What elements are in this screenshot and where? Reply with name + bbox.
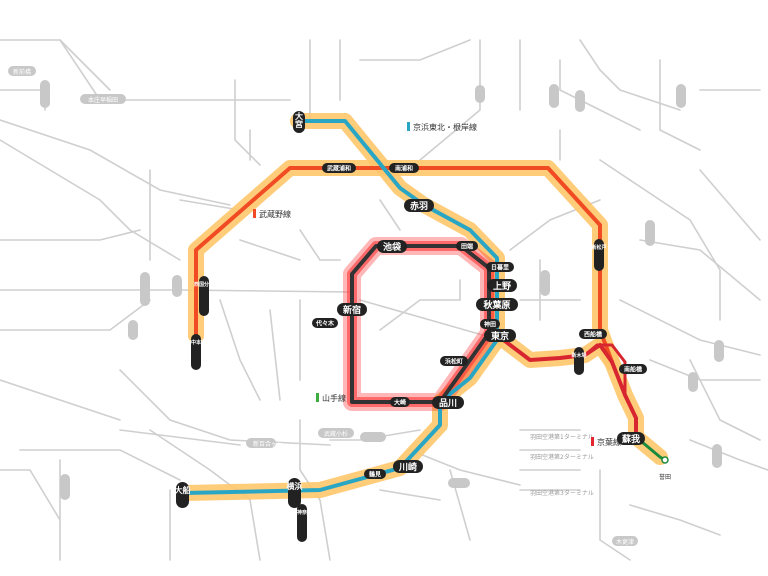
- svg-text:東京: 東京: [491, 330, 509, 342]
- station-kawasaki[interactable]: 川崎: [393, 460, 423, 473]
- svg-text:新宿: 新宿: [343, 304, 361, 316]
- station-minami-urawa[interactable]: 南浦和: [389, 163, 419, 173]
- legend-keiyo: 京葉線: [597, 437, 621, 447]
- station-shinagawa[interactable]: 品川: [432, 396, 464, 409]
- svg-text:西船橋: 西船橋: [584, 331, 603, 339]
- grey-label-shin-maebashi: 新前橋: [13, 68, 31, 76]
- station-akabane[interactable]: 赤羽: [404, 199, 434, 212]
- legend-swatch-keiyo: [591, 437, 594, 446]
- svg-text:大宮: 大宮: [295, 111, 304, 129]
- svg-text:蘇我: 蘇我: [621, 433, 640, 445]
- svg-text:神田: 神田: [484, 321, 496, 329]
- station-minami-funabashi[interactable]: 南船橋: [619, 364, 647, 374]
- station-tabata[interactable]: 田端: [456, 241, 478, 251]
- station-shin-kiba[interactable]: 新木場: [571, 347, 587, 375]
- svg-text:大崎: 大崎: [394, 399, 406, 407]
- station-omiya[interactable]: 大宮: [293, 111, 305, 133]
- station-tokyo[interactable]: 東京: [484, 329, 516, 342]
- svg-text:南浦和: 南浦和: [395, 165, 413, 173]
- svg-text:新木場: 新木場: [571, 352, 586, 359]
- station-hamamatsucho[interactable]: 浜松町: [440, 356, 468, 366]
- station-shinjuku[interactable]: 新宿: [337, 303, 367, 316]
- svg-text:東神奈川: 東神奈川: [292, 509, 312, 516]
- station-akihabara[interactable]: 秋葉原: [476, 298, 518, 311]
- station-musashi-urawa[interactable]: 武蔵浦和: [322, 163, 356, 173]
- svg-text:品川: 品川: [439, 398, 457, 409]
- background-rail-network: [0, 39, 768, 561]
- station-higashi-kanagawa[interactable]: 東神奈川: [292, 504, 312, 542]
- grey-label-haneda-t3: 羽田空港第3ターミナル: [530, 489, 594, 497]
- station-ikebukuro[interactable]: 池袋: [377, 240, 407, 253]
- station-tsurumi[interactable]: 鶴見: [364, 469, 386, 479]
- svg-text:西国分寺: 西国分寺: [194, 281, 214, 288]
- station-ofuna[interactable]: 大船: [175, 482, 191, 508]
- grey-label-musashi-kosugi: 武蔵小杉: [324, 430, 348, 438]
- grey-label-haneda-t2: 羽田空港第2ターミナル: [530, 453, 594, 461]
- svg-text:大船: 大船: [175, 485, 191, 495]
- station-shin-matsudo[interactable]: 新松戸: [591, 239, 607, 271]
- svg-text:池袋: 池袋: [383, 241, 402, 253]
- station-osaki[interactable]: 大崎: [390, 397, 410, 407]
- legend-keihin-tohoku: 京浜東北・根岸線: [413, 122, 477, 132]
- svg-text:誉田: 誉田: [659, 473, 671, 481]
- svg-text:代々木: 代々木: [315, 320, 335, 328]
- svg-text:横浜: 横浜: [287, 481, 303, 491]
- legend-swatch-musashino: [253, 209, 256, 218]
- legend-swatch-yamanote: [316, 393, 319, 402]
- background-station-markers: [8, 66, 724, 546]
- station-kanda[interactable]: 神田: [480, 319, 500, 329]
- station-markers: 大宮 南浦和 武蔵浦和 赤羽 池袋 田端 日暮里: [175, 111, 671, 542]
- legend-swatch-keihin-tohoku: [407, 122, 410, 131]
- grey-label-honjo-waseda: 本庄早稲田: [88, 96, 118, 104]
- station-toke[interactable]: 誉田: [659, 456, 671, 481]
- grey-label-shin-yurigaoka: 新百合ヶ丘: [253, 440, 283, 448]
- svg-text:秋葉原: 秋葉原: [482, 299, 510, 311]
- station-yoyogi[interactable]: 代々木: [312, 318, 338, 328]
- background-station-labels: 新前橋 本庄早稲田 新百合ヶ丘 武蔵小杉 羽田空港第1ターミナル 羽田空港第2タ…: [13, 68, 634, 546]
- legend-yamanote: 山手線: [322, 393, 346, 403]
- svg-text:南船橋: 南船橋: [624, 366, 643, 374]
- station-soga[interactable]: 蘇我: [617, 432, 645, 445]
- station-nippori[interactable]: 日暮里: [486, 262, 514, 272]
- svg-text:上野: 上野: [493, 280, 511, 292]
- svg-text:赤羽: 赤羽: [410, 200, 428, 212]
- svg-text:府中本町: 府中本町: [186, 339, 206, 346]
- grey-label-haneda-t1: 羽田空港第1ターミナル: [530, 433, 594, 441]
- svg-text:日暮里: 日暮里: [491, 264, 509, 272]
- station-nishi-kokubunji[interactable]: 西国分寺: [194, 276, 214, 316]
- svg-text:新松戸: 新松戸: [591, 244, 606, 251]
- legend: 京浜東北・根岸線 武蔵野線 山手線 京葉線: [253, 122, 621, 447]
- svg-text:鶴見: 鶴見: [369, 471, 381, 479]
- grey-label-kisarazu: 木更津: [616, 538, 634, 546]
- station-ueno[interactable]: 上野: [487, 279, 517, 292]
- station-nishi-funabashi[interactable]: 西船橋: [579, 329, 607, 339]
- svg-text:浜松町: 浜松町: [445, 358, 463, 366]
- svg-text:田端: 田端: [461, 243, 473, 251]
- yamanote-line: [350, 244, 491, 404]
- legend-musashino: 武蔵野線: [259, 209, 291, 219]
- svg-text:川崎: 川崎: [398, 461, 417, 473]
- station-fuchu-hommachi[interactable]: 府中本町: [186, 334, 206, 370]
- station-yokohama[interactable]: 横浜: [287, 478, 303, 508]
- svg-text:武蔵浦和: 武蔵浦和: [327, 165, 351, 173]
